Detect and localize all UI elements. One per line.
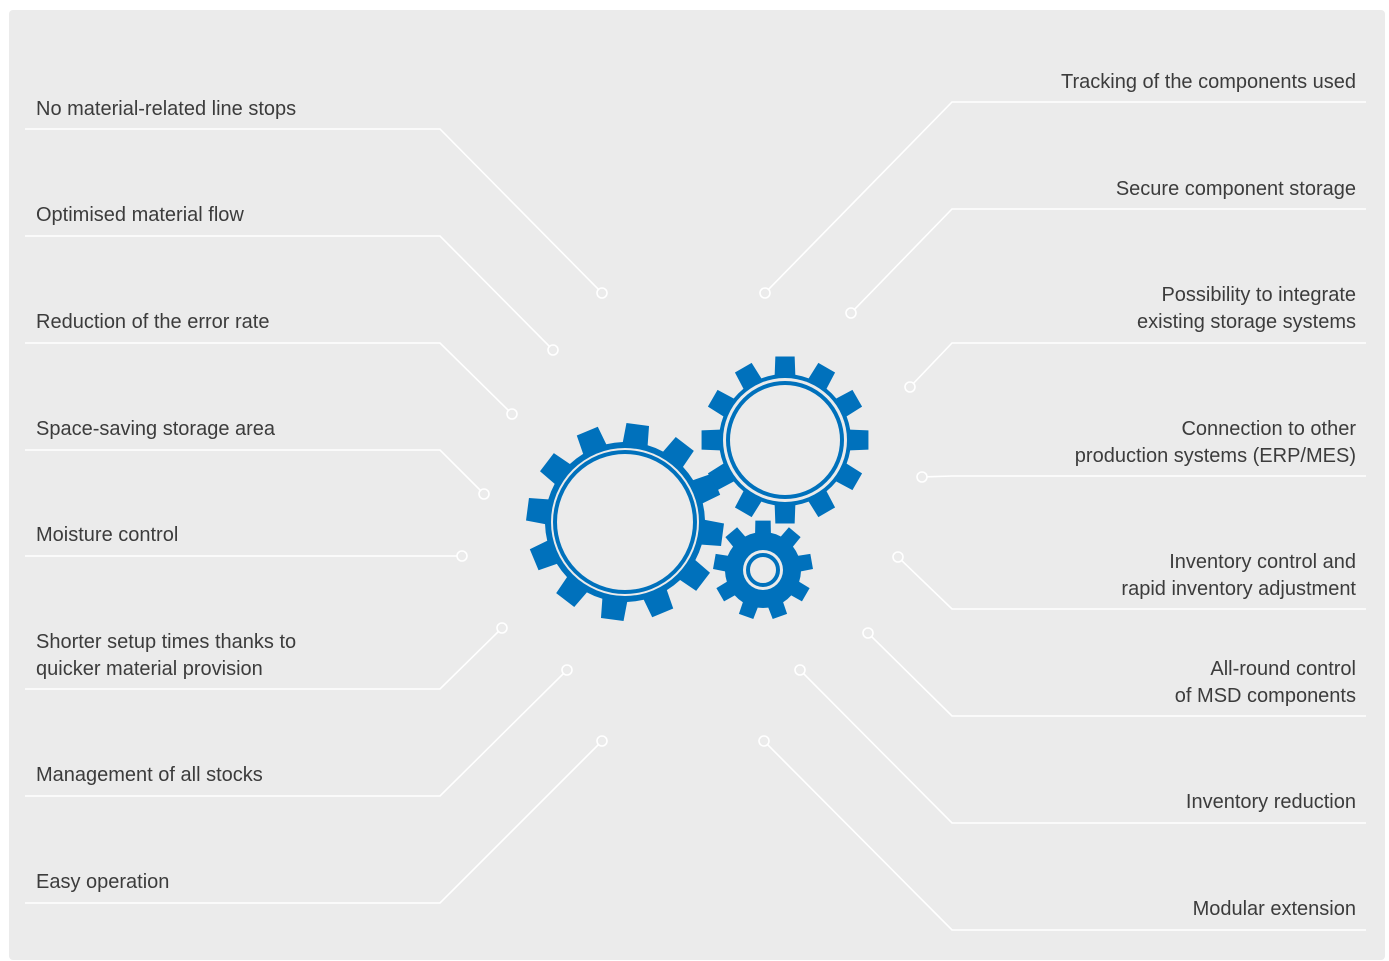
left-connector-dot-6 <box>496 622 508 634</box>
right-connector-1 <box>759 101 1366 299</box>
large-gear-icon <box>526 423 724 621</box>
right-connector-dot-6 <box>862 627 874 639</box>
left-label-5: Moisture control <box>36 524 179 546</box>
right-connector-dot-8 <box>758 735 770 747</box>
right-label-7: Inventory reduction <box>1185 791 1356 813</box>
left-label-7: Management of all stocks <box>36 764 263 786</box>
right-connector-2 <box>845 208 1366 319</box>
left-connector-dot-5 <box>456 550 468 562</box>
right-connector-dot-1 <box>759 287 771 299</box>
right-connector-6 <box>862 627 1366 717</box>
left-connector-3 <box>25 342 518 420</box>
left-label-8: Easy operation <box>36 871 170 893</box>
right-connector-dot-5 <box>892 551 904 563</box>
right-label-1: Tracking of the components used <box>1061 71 1356 93</box>
left-connector-dot-2 <box>547 344 559 356</box>
left-connector-dot-1 <box>596 287 608 299</box>
left-connector-1 <box>25 128 608 299</box>
left-connector-8 <box>25 735 608 904</box>
left-label-2: Optimised material flow <box>36 204 244 226</box>
right-label-8: Modular extension <box>1192 898 1356 920</box>
right-connector-3 <box>904 342 1366 393</box>
left-connector-5 <box>25 550 468 562</box>
left-connector-2 <box>25 235 559 356</box>
left-label-1: No material-related line stops <box>36 98 297 120</box>
right-label-2: Secure component storage <box>1115 178 1356 200</box>
right-connector-7 <box>794 664 1366 824</box>
small-gear-icon <box>713 520 813 620</box>
left-connector-dot-7 <box>561 664 573 676</box>
left-connector-dot-8 <box>596 735 608 747</box>
right-connector-4 <box>916 471 1366 483</box>
left-connector-6 <box>25 622 508 690</box>
right-connector-dot-4 <box>916 471 928 483</box>
left-connector-7 <box>25 664 573 797</box>
left-connector-4 <box>25 449 490 500</box>
left-connector-dot-4 <box>478 488 490 500</box>
left-label-3: Reduction of the error rate <box>36 311 270 333</box>
right-connector-dot-2 <box>845 307 857 319</box>
medium-gear-icon <box>701 356 869 524</box>
left-label-4: Space-saving storage area <box>36 418 276 440</box>
left-connector-dot-3 <box>506 408 518 420</box>
right-connector-5 <box>892 551 1366 610</box>
right-connector-8 <box>758 735 1366 931</box>
right-connector-dot-3 <box>904 381 916 393</box>
right-connector-dot-7 <box>794 664 806 676</box>
